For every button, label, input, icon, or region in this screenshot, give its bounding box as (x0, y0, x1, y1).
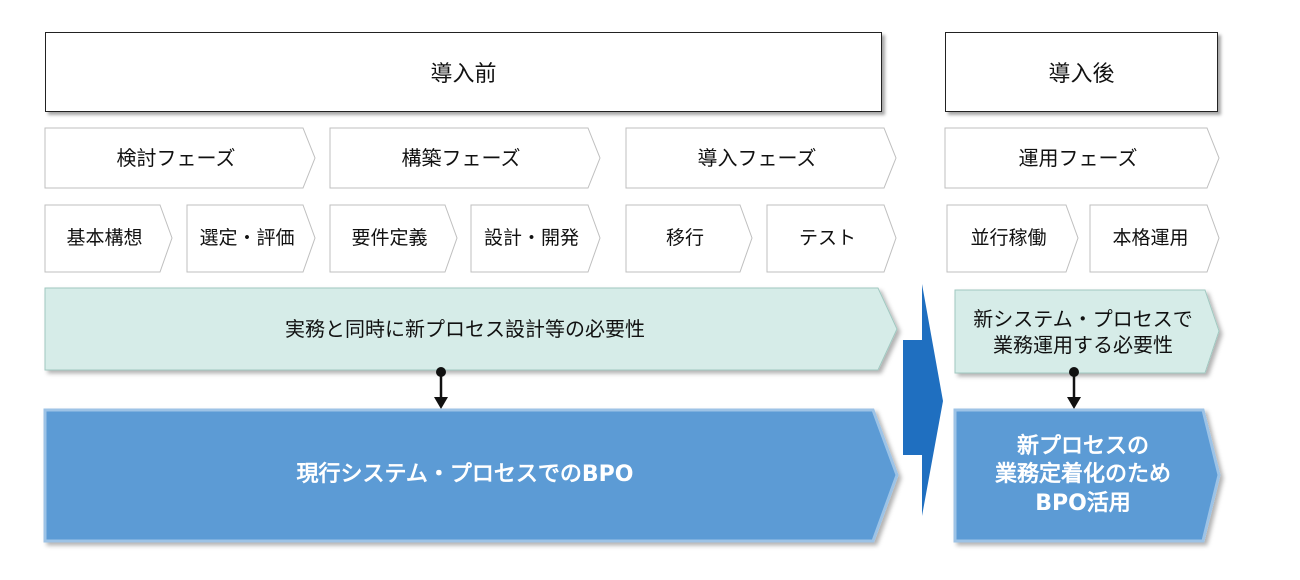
phase-chevron-kouchiku (329, 127, 601, 189)
need-label-post-line2: 業務運用する必要性 (993, 332, 1173, 357)
step-label-ikou: 移行 (665, 227, 704, 250)
step-label-sentei-hyouka: 選定・評価 (199, 227, 295, 250)
need-label-post-line1: 新システム・プロセスで (973, 306, 1193, 331)
bpo-label-post: 新プロセスの 業務定着化のため BPO活用 (955, 410, 1211, 541)
post-introduction-title: 導入後 (1048, 62, 1115, 87)
step-label-heikou-kadou: 並行稼働 (970, 227, 1047, 250)
step-chevron-youken-teigi (329, 204, 458, 273)
bpo-label-pre: 現行システム・プロセスでのBPO (296, 462, 634, 488)
connector-post (1067, 367, 1081, 409)
step-chevron-test (766, 204, 897, 273)
step-label-honkaku-unyou: 本格運用 (1112, 227, 1189, 250)
bpo-label-post-line3: BPO活用 (1035, 490, 1131, 516)
phase-label-unyou: 運用フェーズ (1018, 146, 1138, 170)
connector-pre (434, 367, 448, 409)
step-chevron-ikou (625, 204, 753, 273)
need-label-pre: 実務と同時に新プロセス設計等の必要性 (285, 317, 645, 341)
phase-chevron-dounyuu (625, 127, 897, 189)
step-chevron-kihon-kousou (44, 204, 173, 273)
step-label-sekkei-kaihatsu: 設計・開発 (483, 227, 579, 250)
phase-chevron-unyou (944, 127, 1220, 189)
need-arrow-post (954, 289, 1220, 374)
step-chevron-sentei-hyouka (186, 204, 316, 273)
step-chevron-honkaku-unyou (1089, 204, 1220, 273)
step-label-test: テスト (798, 227, 856, 250)
step-chevron-sekkei-kaihatsu (470, 204, 601, 273)
step-label-youken-teigi: 要件定義 (351, 227, 428, 250)
bpo-label-post-line1: 新プロセスの (1016, 433, 1149, 459)
step-label-kihon-kousou: 基本構想 (66, 227, 143, 250)
post-introduction-header: 導入後 (945, 32, 1218, 112)
bpo-arrow-post (953, 408, 1221, 543)
pre-introduction-header: 導入前 (45, 32, 882, 112)
bpo-label-post-line2: 業務定着化のため (994, 462, 1171, 488)
step-chevron-heikou-kadou (946, 204, 1079, 273)
transition-arrow (903, 284, 943, 516)
need-arrow-pre (44, 287, 898, 371)
phase-label-kouchiku: 構築フェーズ (401, 146, 521, 170)
need-label-post: 新システム・プロセスで 業務運用する必要性 (955, 290, 1211, 373)
phase-label-kentou: 検討フェーズ (116, 146, 236, 170)
phase-label-dounyuu: 導入フェーズ (697, 146, 817, 170)
pre-introduction-title: 導入前 (430, 62, 497, 87)
bpo-arrow-pre (43, 408, 899, 543)
phase-chevron-kentou (44, 127, 316, 189)
